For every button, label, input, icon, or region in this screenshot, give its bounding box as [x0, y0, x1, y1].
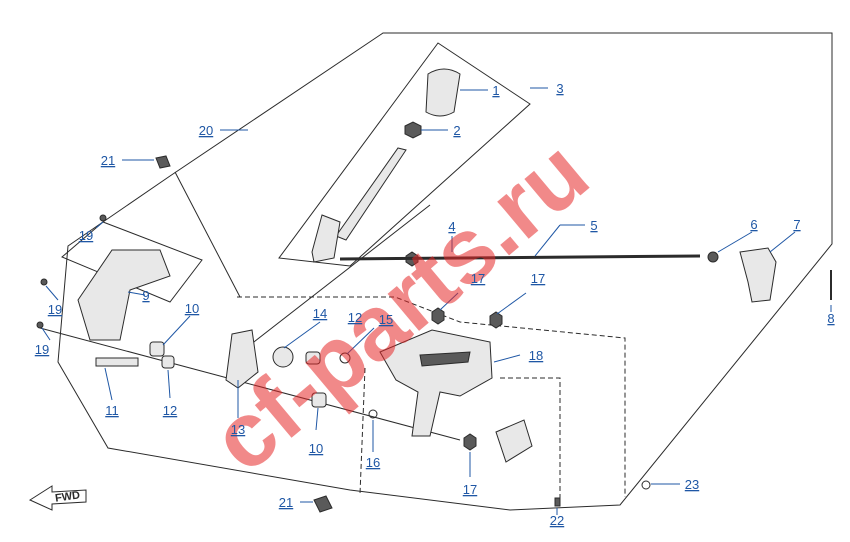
shift-rod	[339, 254, 701, 261]
pedal-dashed-outline-3	[359, 367, 366, 495]
shift-lever-base	[311, 214, 341, 263]
callout-12a[interactable]: 12	[348, 310, 362, 325]
leader-lines	[41, 87, 832, 515]
pivot-axis	[39, 327, 461, 441]
pedal-dashed-outline-1	[237, 296, 626, 497]
fwd-label: FWD	[54, 489, 81, 504]
diagonal-guide-2	[249, 204, 431, 346]
spacer	[305, 351, 321, 365]
callout-10a[interactable]: 10	[185, 301, 199, 316]
callout-14[interactable]: 14	[313, 306, 327, 321]
callout-13[interactable]: 13	[231, 422, 245, 437]
gate-rubber	[495, 419, 533, 463]
diagonal-guide-1	[174, 171, 241, 298]
callout-23[interactable]: 23	[685, 477, 699, 492]
callout-8[interactable]: 8	[827, 311, 834, 326]
mount-bracket	[77, 249, 171, 341]
callout-20[interactable]: 20	[199, 123, 213, 138]
callout-17a[interactable]: 17	[471, 271, 485, 286]
callout-19b[interactable]: 19	[48, 302, 62, 317]
callout-21a[interactable]: 21	[101, 153, 115, 168]
watermark-text: cf-parts.ru	[193, 121, 607, 492]
callout-16[interactable]: 16	[366, 455, 380, 470]
washer	[339, 352, 351, 364]
knob-nut	[404, 121, 422, 139]
callout-19a[interactable]: 19	[79, 228, 93, 243]
callout-2[interactable]: 2	[453, 123, 460, 138]
callout-labels: 1 2 3 4 5 6 7 8 9 10 10 11 12 12 13 14 1…	[35, 81, 835, 528]
pivot-pin	[95, 357, 139, 367]
clip-bottom	[313, 495, 333, 513]
callout-22[interactable]: 22	[550, 513, 564, 528]
bushing-lower	[311, 392, 327, 408]
bolt-left	[431, 307, 445, 325]
plug-22	[554, 497, 561, 507]
screw-top	[99, 214, 107, 222]
washer-23	[641, 480, 651, 490]
collar	[161, 355, 175, 369]
shift-arm	[225, 329, 259, 389]
shift-gate-slot	[419, 351, 471, 367]
callout-5[interactable]: 5	[590, 218, 597, 233]
return-spring	[272, 346, 294, 368]
shift-knob	[425, 68, 461, 117]
callout-18[interactable]: 18	[529, 348, 543, 363]
callout-3[interactable]: 3	[556, 81, 563, 96]
bolt-lower	[463, 433, 477, 451]
callout-11[interactable]: 11	[105, 403, 119, 418]
rod-end-joint	[739, 247, 777, 303]
washer-small	[368, 409, 378, 419]
screw-low	[36, 321, 44, 329]
forward-direction-arrow: FWD	[28, 485, 87, 511]
lever-box-outline	[278, 42, 531, 267]
callout-10b[interactable]: 10	[309, 441, 323, 456]
callout-15[interactable]: 15	[379, 312, 393, 327]
callout-12b[interactable]: 12	[163, 403, 177, 418]
screw-mid	[40, 278, 48, 286]
callout-17c[interactable]: 17	[463, 482, 477, 497]
bushing-upper	[149, 341, 165, 357]
callout-19c[interactable]: 19	[35, 342, 49, 357]
callout-4[interactable]: 4	[448, 219, 455, 234]
bolt-right	[489, 311, 503, 329]
callout-9[interactable]: 9	[142, 288, 149, 303]
rod-end-nut	[707, 251, 719, 263]
pedal-dashed-outline-2	[500, 377, 561, 500]
callout-17b[interactable]: 17	[531, 271, 545, 286]
callout-6[interactable]: 6	[750, 217, 757, 232]
callout-7[interactable]: 7	[793, 217, 800, 232]
bracket-box-outline	[61, 221, 203, 303]
clip-top	[155, 155, 171, 169]
shift-lever	[335, 147, 407, 241]
callout-1[interactable]: 1	[492, 83, 499, 98]
callout-21b[interactable]: 21	[279, 495, 293, 510]
